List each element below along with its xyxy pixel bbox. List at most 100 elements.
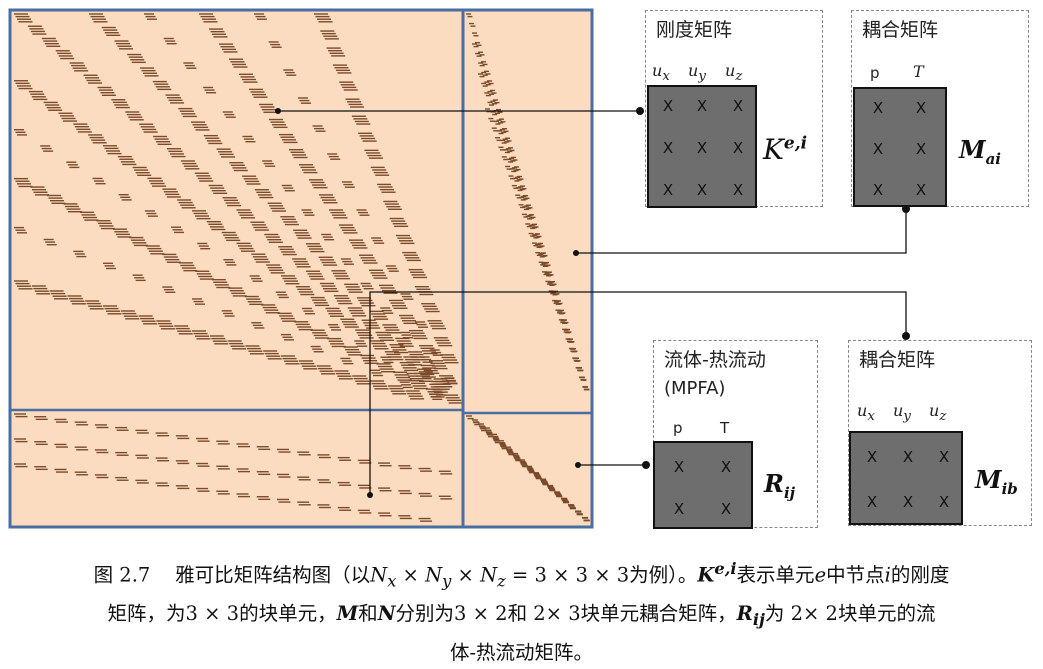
connector-dot-start-coupling-b <box>367 492 373 498</box>
caption-var-bold: K <box>697 563 715 587</box>
sub: x <box>662 69 670 85</box>
u-prefix: u <box>929 401 940 420</box>
flow-matrix-panel: 流体-热流动 (MPFA) p T X X X X Rij <box>653 340 818 529</box>
col-label-uz: uz <box>929 401 946 424</box>
cell-mark: X <box>866 448 878 466</box>
connector-dot-start-flow <box>575 462 581 468</box>
sub: y <box>903 409 911 425</box>
flow-panel-title-1: 流体-热流动 <box>664 349 766 371</box>
cell-mark: X <box>902 493 914 511</box>
jacobian-matrix-plot <box>8 8 910 529</box>
figure-caption: 图 2.7 雅可比矩阵结构图（以Nx × Ny × Nz = 3 × 3 × 3… <box>0 552 1043 669</box>
cell-mark: X <box>720 500 732 518</box>
caption-var: N <box>480 563 498 587</box>
cell-mark: X <box>696 139 708 157</box>
col-label-ux: ux <box>652 61 670 84</box>
coupling-matrix-panel-b: 耦合矩阵 ux uy uz X X X X X X Mib <box>848 340 1032 526</box>
stiffness-matrix-panel: 刚度矩阵 ux uy uz X X X X X X X X X Ke,i <box>645 10 823 208</box>
cell-mark: X <box>696 97 708 115</box>
caption-text: = 3 × 3 × 3为例）。 <box>505 563 698 587</box>
cell-mark: X <box>915 140 927 158</box>
caption-times: × <box>451 563 481 587</box>
cell-mark: X <box>696 181 708 199</box>
caption-text: 的刚度 <box>890 563 950 587</box>
caption-var-bold: R <box>736 602 753 626</box>
sym-base: M <box>975 465 1002 494</box>
jacobian-matrix-border <box>8 8 594 529</box>
sub: z <box>735 69 743 85</box>
col-label-p: p <box>870 64 880 82</box>
cell-mark: X <box>662 97 674 115</box>
col-label-uz: uz <box>725 61 742 84</box>
sparsity-pattern <box>14 13 590 522</box>
sym-sub: ij <box>783 483 796 502</box>
stiffness-panel-title: 刚度矩阵 <box>656 19 733 41</box>
coupling-b-matrix-block: X X X X X X <box>849 431 963 525</box>
sub: y <box>698 69 706 85</box>
caption-text: 体-热流动矩阵。 <box>449 641 594 665</box>
caption-line-2: 矩阵，为3 × 3的块单元，M和N分别为3 × 2和 2× 3块单元耦合矩阵，R… <box>0 597 1043 636</box>
caption-text: 矩阵，为3 × 3的块单元， <box>107 602 337 626</box>
caption-text: 和 <box>358 602 378 626</box>
cell-mark: X <box>915 99 927 117</box>
col-label-p: p <box>673 419 683 437</box>
caption-line-3: 体-热流动矩阵。 <box>0 636 1043 669</box>
cell-mark: X <box>872 99 884 117</box>
cell-mark: X <box>662 181 674 199</box>
connector-dot-end-flow <box>642 461 650 469</box>
u-prefix: u <box>893 401 904 420</box>
col-label-uy: uy <box>688 61 706 84</box>
coupling-a-matrix-block: X X X X X X <box>853 87 947 207</box>
caption-text: 分别为3 × 2和 2× 3块单元耦合矩阵， <box>395 602 737 626</box>
flow-matrix-block: X X X X <box>653 441 753 529</box>
coupling-a-panel-title: 耦合矩阵 <box>862 19 939 41</box>
sym-base: M <box>959 135 986 164</box>
cell-mark: X <box>938 448 950 466</box>
cell-mark: X <box>902 448 914 466</box>
cell-mark: X <box>938 493 950 511</box>
u-prefix: u <box>857 401 868 420</box>
flow-panel-title-2: (MPFA) <box>664 378 726 399</box>
caption-line-1: 图 2.7 雅可比矩阵结构图（以Nx × Ny × Nz = 3 × 3 × 3… <box>0 552 1043 597</box>
coupling-b-symbol: Mib <box>975 465 1018 498</box>
cell-mark: X <box>872 140 884 158</box>
sym-sub: ib <box>1001 479 1018 498</box>
cell-mark: X <box>915 181 927 199</box>
u-prefix: u <box>688 61 699 80</box>
cell-mark: X <box>732 139 744 157</box>
caption-var: N <box>370 563 388 587</box>
coupling-b-panel-title: 耦合矩阵 <box>859 349 936 371</box>
sub: z <box>939 409 947 425</box>
col-label-uy: uy <box>893 401 911 424</box>
cell-mark: X <box>732 181 744 199</box>
cell-mark: X <box>673 500 685 518</box>
caption-var: N <box>425 563 443 587</box>
u-prefix: u <box>725 61 736 80</box>
caption-text: 为 2× 2块单元的流 <box>764 602 936 626</box>
flow-symbol: Rij <box>764 469 795 502</box>
col-label-t: T <box>720 419 730 437</box>
figure-number: 图 2.7 <box>93 563 151 587</box>
caption-var: e <box>814 563 827 587</box>
caption-text: 表示单元 <box>736 563 815 587</box>
connector-coupling-a <box>576 209 907 254</box>
col-label-t: T <box>913 62 924 81</box>
connector-dot-start-stiffness <box>275 108 281 114</box>
connector-dot-end-coupling-b <box>902 332 910 340</box>
connector-coupling-b <box>369 291 907 495</box>
connector-dot-end-stiffness <box>636 107 644 115</box>
col-label-ux: ux <box>857 401 875 424</box>
cell-mark: X <box>866 493 878 511</box>
caption-sub: y <box>442 571 452 591</box>
connector-dot-start-coupling-a <box>573 250 579 256</box>
cell-mark: X <box>732 97 744 115</box>
sym-sub: ai <box>985 149 1001 168</box>
caption-sub: x <box>387 571 397 591</box>
caption-sub: z <box>497 571 506 591</box>
caption-var-bold: N <box>377 602 396 626</box>
caption-text: 雅可比矩阵结构图（以 <box>175 563 371 587</box>
cell-mark: X <box>720 458 732 476</box>
cell-mark: X <box>872 181 884 199</box>
caption-sub: ij <box>752 610 765 630</box>
caption-times: × <box>396 563 426 587</box>
